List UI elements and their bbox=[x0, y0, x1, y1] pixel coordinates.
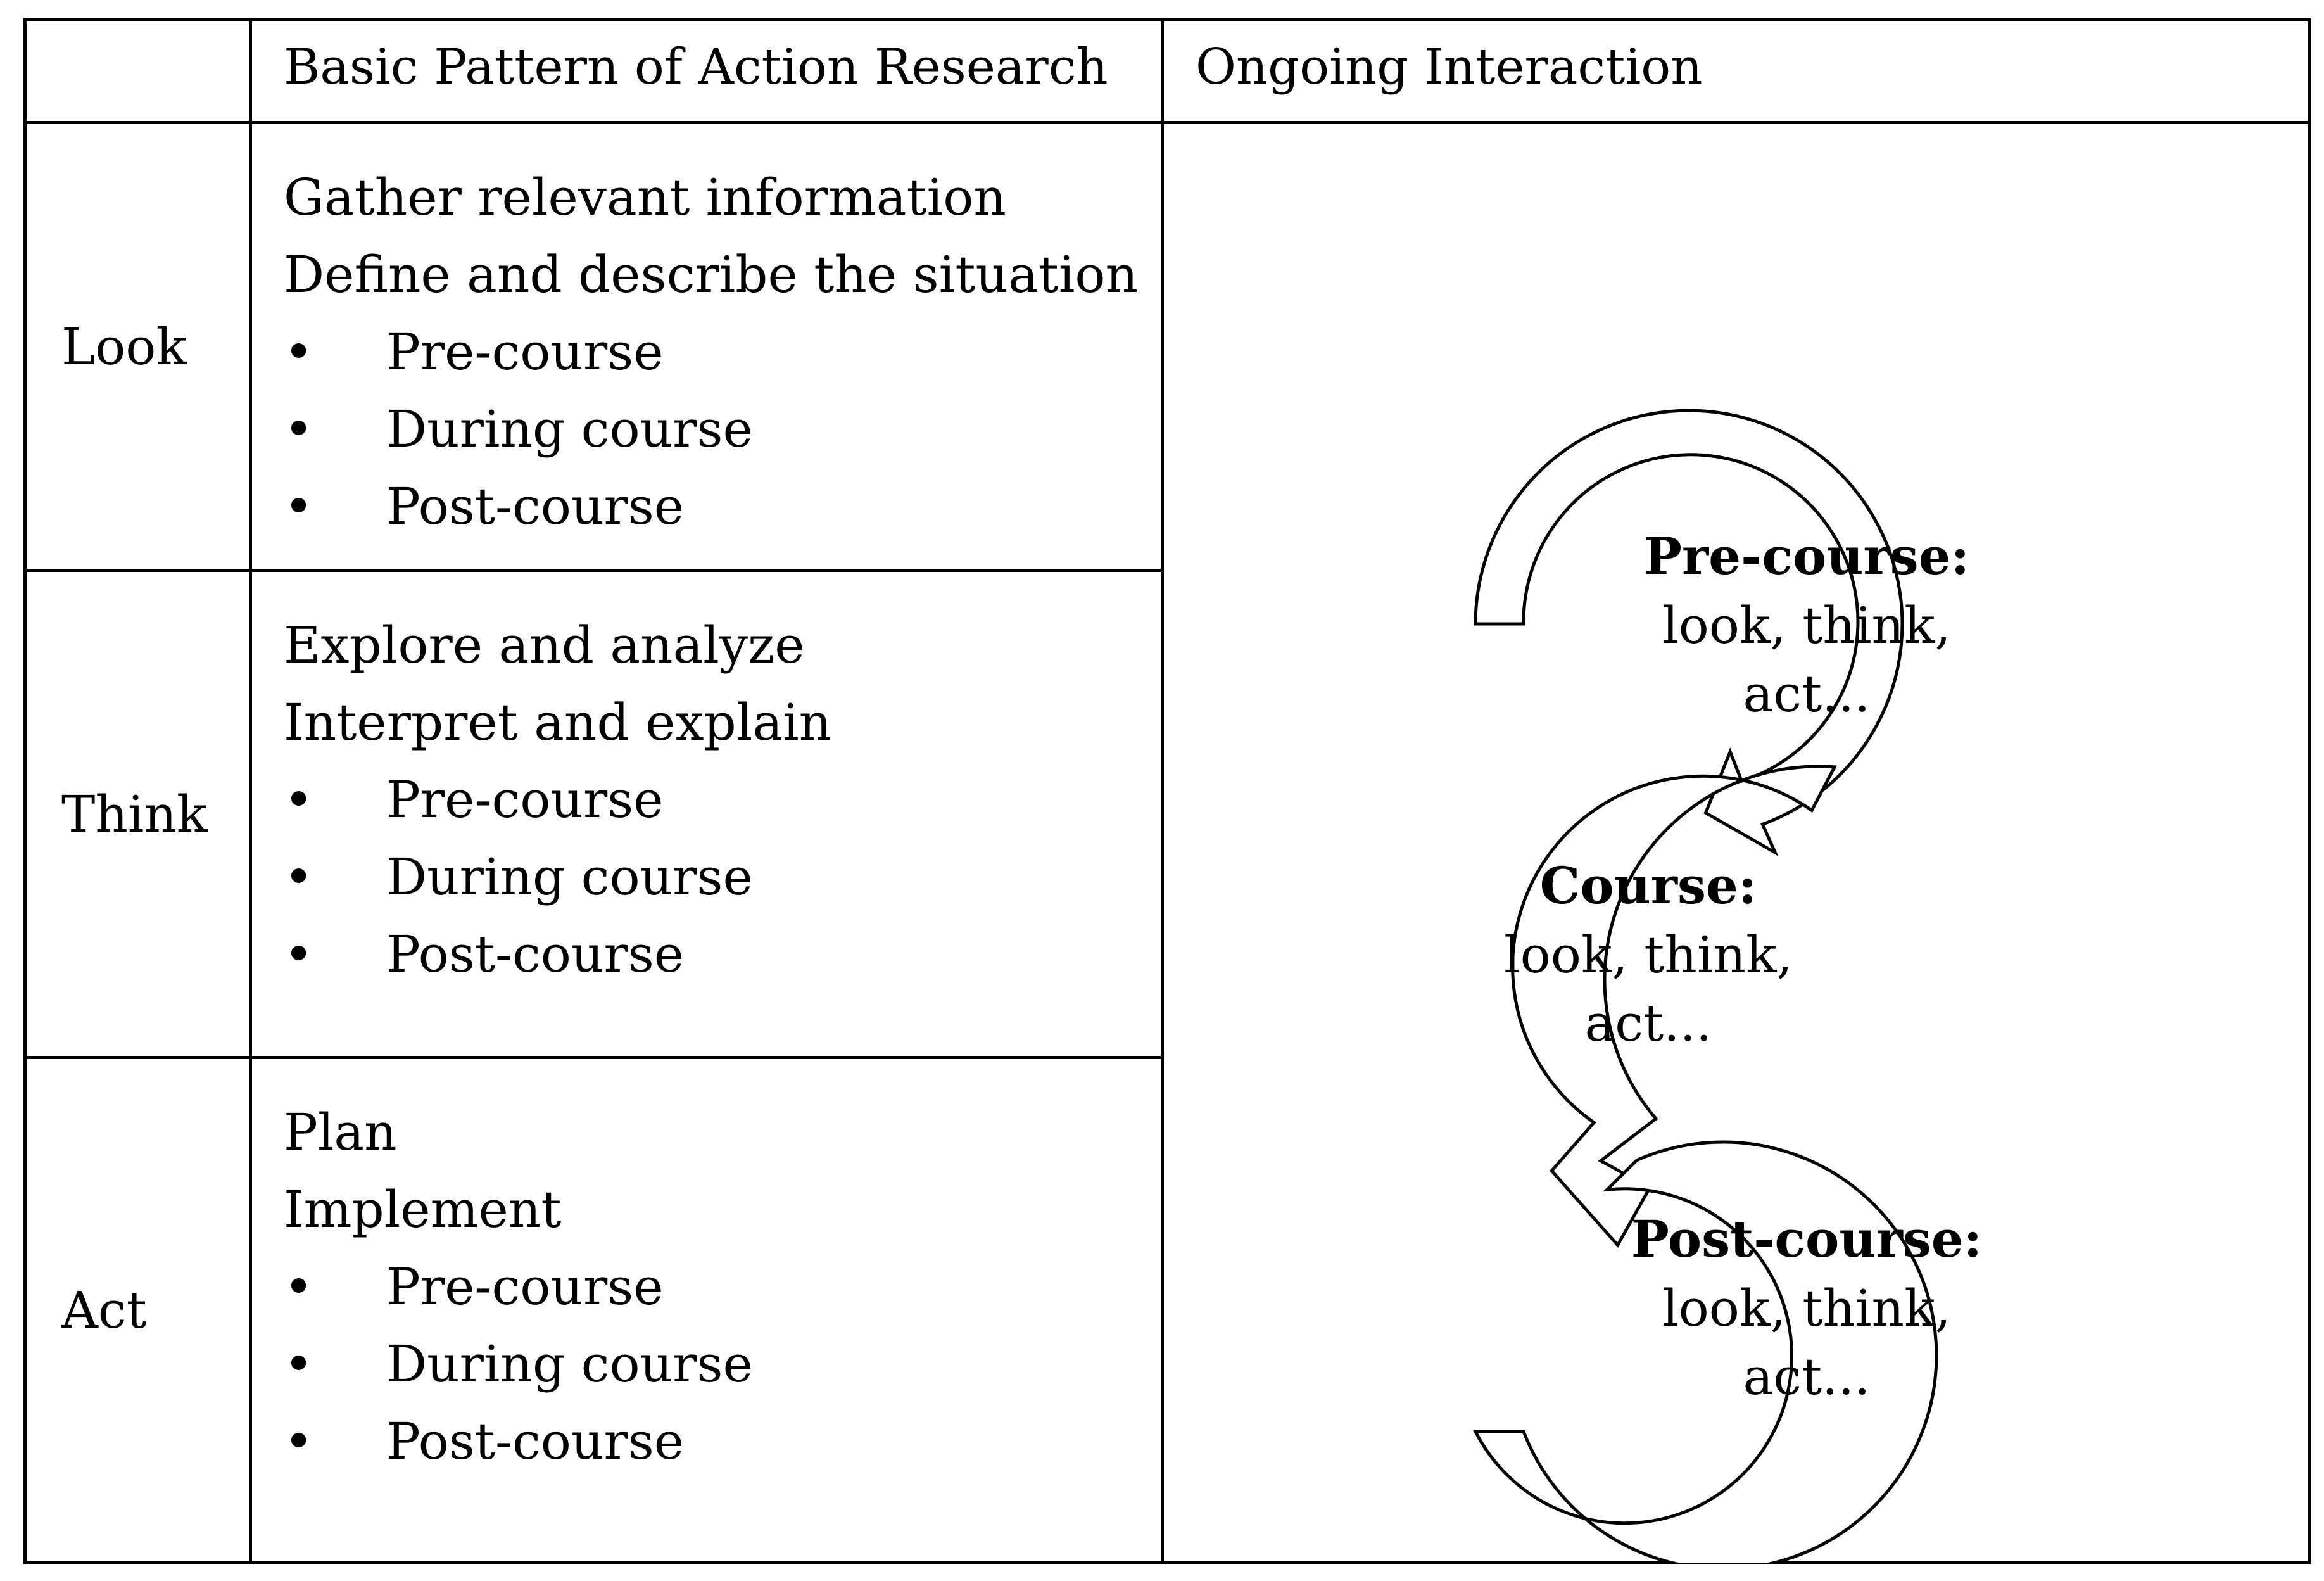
list-item: • Post-course bbox=[284, 1403, 1161, 1480]
bullet-icon: • bbox=[284, 322, 314, 381]
pattern-line: Implement bbox=[284, 1180, 562, 1239]
list-item: • Pre-course bbox=[284, 314, 1161, 391]
bullet-icon: • bbox=[284, 925, 314, 984]
list-item-text: Pre-course bbox=[386, 322, 664, 381]
course-node-line: look, think, bbox=[1504, 925, 1793, 984]
bullet-icon: • bbox=[284, 848, 314, 906]
list-item-text: Post-course bbox=[386, 925, 685, 984]
bullet-icon: • bbox=[284, 1412, 314, 1471]
list-item-text: During course bbox=[386, 848, 753, 906]
pattern-line: Explore and analyze bbox=[284, 616, 805, 675]
post-course-node-title: Post-course: bbox=[1631, 1209, 1982, 1269]
pattern-line: Interpret and explain bbox=[284, 693, 832, 752]
bullet-list: • Pre-course • During course • Post-course bbox=[284, 1248, 1161, 1480]
stage-label-think: Think bbox=[23, 569, 252, 1059]
bullet-icon: • bbox=[284, 400, 314, 459]
pattern-cell-act: Plan Implement • Pre-course • During cours… bbox=[249, 1056, 1164, 1564]
header-corner-cell bbox=[23, 18, 252, 124]
bullet-icon: • bbox=[284, 770, 314, 829]
cycle-diagram: Pre-course: look, think, act... Course: … bbox=[1472, 409, 1982, 1563]
list-item: • Pre-course bbox=[284, 1248, 1161, 1326]
stage-label-act: Act bbox=[23, 1056, 252, 1564]
pre-course-node-line: look, think, bbox=[1662, 596, 1951, 655]
list-item-text: Pre-course bbox=[386, 1257, 664, 1316]
cycle-cell: Pre-course: look, think, act... Course: … bbox=[1161, 121, 2311, 1564]
row-act: Act Plan Implement • Pre-course • During c… bbox=[23, 1056, 2310, 1564]
list-item-text: Post-course bbox=[386, 1412, 685, 1471]
list-item: • During course bbox=[284, 839, 1161, 916]
header-pattern: Basic Pattern of Action Research bbox=[249, 18, 1164, 124]
course-node-title: Course: bbox=[1540, 856, 1757, 915]
row-look: Look Gather relevant information Define … bbox=[23, 121, 2311, 1564]
row-think: Think Explore and analyze Interpret and … bbox=[23, 569, 2310, 1059]
list-item: • Post-course bbox=[284, 916, 1161, 993]
list-item: • Pre-course bbox=[284, 761, 1161, 839]
pattern-line: Define and describe the situation bbox=[284, 245, 1139, 304]
bullet-list: • Pre-course • During course • Post-course bbox=[284, 761, 1161, 993]
pattern-line: Plan bbox=[284, 1103, 397, 1162]
list-item: • During course bbox=[284, 1326, 1161, 1403]
list-item-text: Pre-course bbox=[386, 770, 664, 829]
pattern-line: Gather relevant information bbox=[284, 168, 1006, 227]
post-course-cycle-arrow-icon bbox=[1472, 1140, 1938, 1563]
post-course-node-line: act... bbox=[1743, 1347, 1871, 1406]
header-row: Basic Pattern of Action Research Ongoing… bbox=[23, 18, 2311, 124]
post-course-node-line: look, think, bbox=[1662, 1279, 1951, 1338]
list-item-text: During course bbox=[386, 400, 753, 459]
pre-course-node-line: act... bbox=[1743, 664, 1871, 723]
header-cycle: Ongoing Interaction bbox=[1161, 18, 2311, 124]
list-item-text: During course bbox=[386, 1335, 753, 1394]
stage-label-look: Look bbox=[23, 121, 252, 572]
bullet-icon: • bbox=[284, 1257, 314, 1316]
bullet-icon: • bbox=[284, 477, 314, 536]
course-cycle-arrow-icon bbox=[1511, 765, 1838, 1248]
list-item: • Post-course bbox=[284, 468, 1161, 545]
bullet-list: • Pre-course • During course • Post-course bbox=[284, 314, 1161, 545]
pattern-cell-look: Gather relevant information Define and d… bbox=[249, 121, 1164, 572]
list-item-text: Post-course bbox=[386, 477, 685, 536]
pattern-cell-think: Explore and analyze Interpret and explai… bbox=[249, 569, 1164, 1059]
bullet-icon: • bbox=[284, 1335, 314, 1394]
pre-course-node-title: Pre-course: bbox=[1644, 526, 1969, 586]
course-node-line: act... bbox=[1585, 994, 1712, 1053]
pre-course-cycle-arrow-icon bbox=[1474, 409, 1904, 857]
action-research-table: Basic Pattern of Action Research Ongoing… bbox=[23, 18, 2311, 1564]
list-item: • During course bbox=[284, 391, 1161, 468]
